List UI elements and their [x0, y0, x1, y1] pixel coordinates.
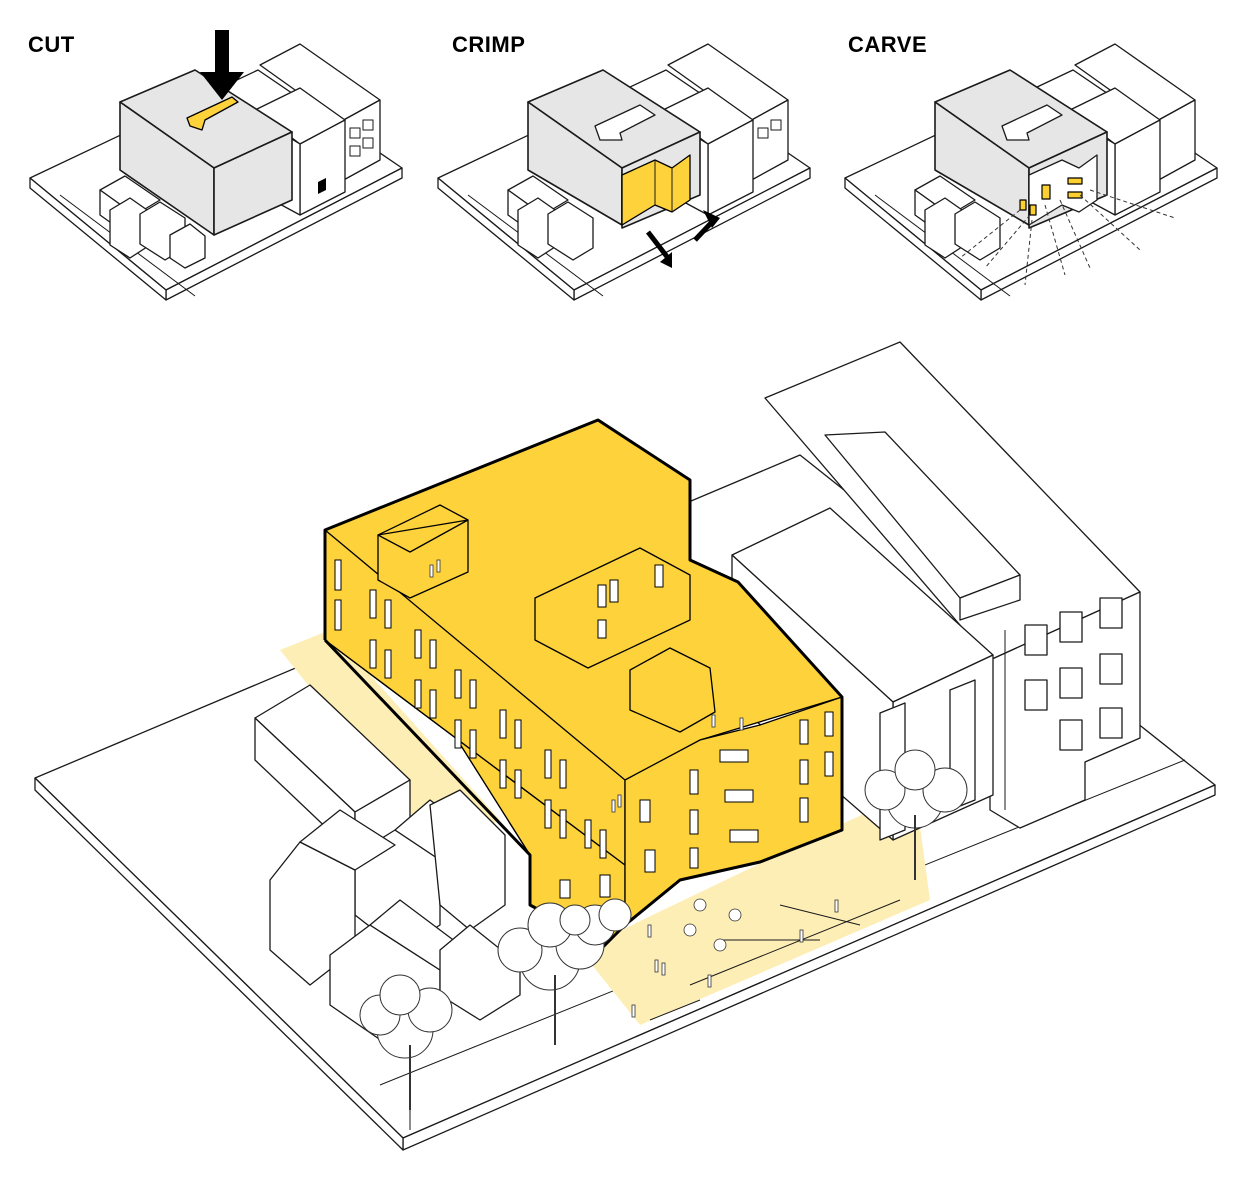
crimp-diagram	[437, 43, 811, 301]
plaza-people	[429, 559, 839, 1018]
yellow-building	[323, 418, 844, 954]
step-label-cut: CUT	[28, 32, 75, 57]
crimp-facade	[621, 154, 691, 226]
tree-3	[864, 749, 968, 880]
step-label-carve: CARVE	[848, 32, 928, 57]
houses-carve	[914, 175, 1001, 261]
front-facade-windows	[559, 711, 834, 899]
street-trees	[359, 749, 968, 1110]
tree-4	[559, 898, 632, 946]
down-arrow-icon	[200, 30, 244, 100]
carve-diagram	[844, 43, 1218, 301]
cut-notch	[186, 96, 239, 131]
step-label-crimp: CRIMP	[452, 32, 526, 57]
tree-1	[359, 974, 453, 1110]
houses-crimp	[507, 175, 594, 261]
opposing-arrows-icon	[646, 210, 720, 268]
neighbor-building	[764, 341, 1141, 829]
side-yard	[280, 630, 500, 850]
neighbor-houses	[254, 684, 521, 1051]
plaza	[580, 790, 930, 1025]
houses-cut	[99, 175, 206, 269]
view-cone-icon	[959, 189, 1176, 286]
cut-diagram	[29, 30, 403, 301]
main-axonometric	[34, 341, 1216, 1151]
left-facade-windows	[334, 559, 607, 859]
